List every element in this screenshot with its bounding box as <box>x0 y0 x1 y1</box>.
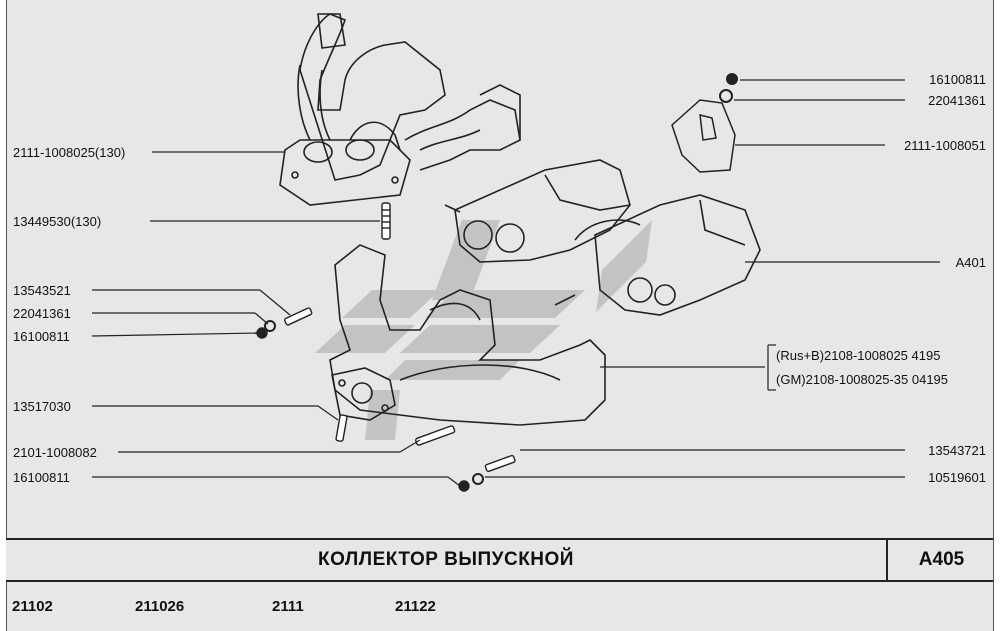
part-label-right-5[interactable]: (Rus+B)2108-1008025 4195 <box>776 348 941 363</box>
part-label-left-4[interactable]: 22041361 <box>13 306 71 321</box>
part-label-left-5[interactable]: 16100811 <box>13 329 70 344</box>
stud-13449530 <box>381 202 391 240</box>
title-band: КОЛЛЕКТОР ВЫПУСКНОЙ A405 <box>6 538 993 582</box>
part-label-left-2[interactable]: 13449530(130) <box>13 214 102 229</box>
part-label-right-2[interactable]: 22041361 <box>928 93 986 108</box>
part-label-right-6[interactable]: (GM)2108-1008025-35 04195 <box>776 372 949 387</box>
manifold-a401-drawing <box>444 159 761 316</box>
model-code-4: 21122 <box>395 598 436 615</box>
upper-manifold-drawing <box>279 13 521 206</box>
part-label-right-7[interactable]: 13543721 <box>928 443 986 458</box>
part-label-right-8[interactable]: 10519601 <box>928 470 986 485</box>
part-label-left-1[interactable]: 2111-1008025(130) <box>13 145 126 160</box>
watermark-logo <box>315 220 652 440</box>
heat-shield-bracket <box>671 99 736 173</box>
part-label-left-3[interactable]: 13543521 <box>13 283 71 298</box>
section-code: A405 <box>886 540 995 580</box>
exploded-diagram <box>91 13 940 492</box>
part-label-right-3[interactable]: 2111-1008051 <box>904 138 986 153</box>
page-title: КОЛЛЕКТОР ВЫПУСКНОЙ <box>318 549 574 570</box>
model-code-1: 21102 <box>12 598 53 615</box>
fasteners <box>256 307 516 492</box>
part-label-right-1[interactable]: 16100811 <box>929 72 986 87</box>
model-code-2: 211026 <box>135 598 185 615</box>
part-label-left-8[interactable]: 16100811 <box>13 470 70 485</box>
leader-lines <box>91 79 940 487</box>
part-label-left-7[interactable]: 2101-1008082 <box>13 445 97 460</box>
part-label-right-4[interactable]: A401 <box>955 255 986 270</box>
model-code-3: 2111 <box>272 598 304 615</box>
nut-washer-right-top <box>719 73 738 103</box>
part-label-left-6[interactable]: 13517030 <box>13 399 71 414</box>
